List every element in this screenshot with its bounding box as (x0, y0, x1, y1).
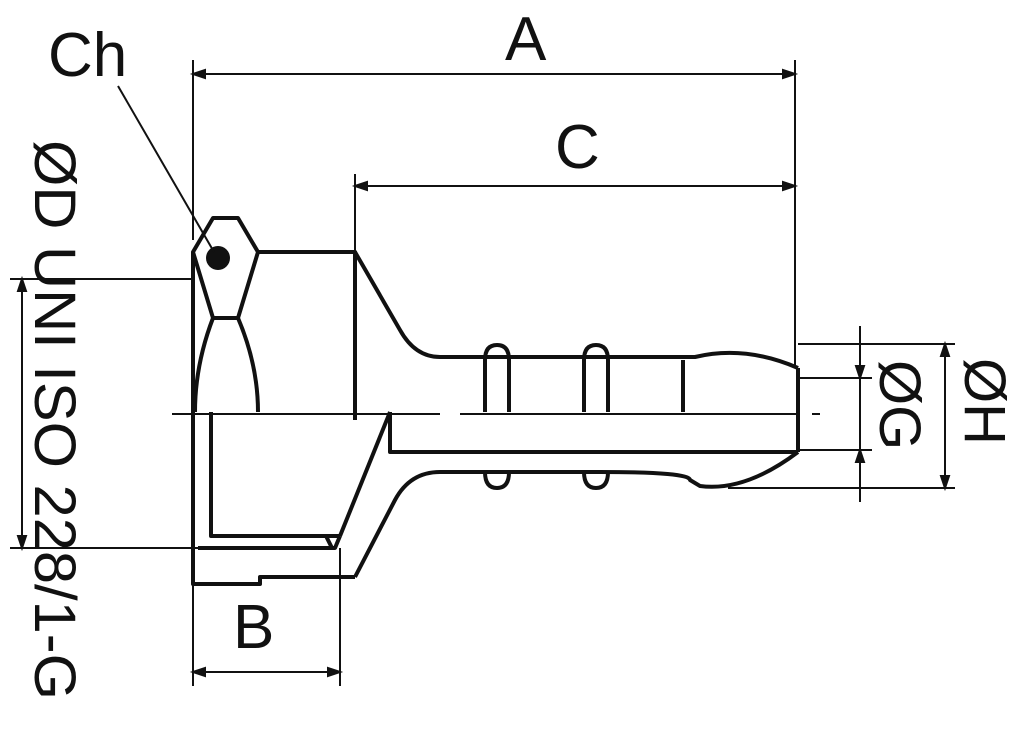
label-thread-spec: ØD UNI ISO 228/1-G (22, 140, 87, 700)
label-c: C (555, 113, 600, 182)
label-inner-diameter: ØG (867, 360, 932, 450)
label-b: B (233, 593, 274, 662)
label-a: A (505, 5, 547, 74)
hex-dot (206, 246, 230, 270)
dimension-lines (10, 60, 955, 686)
hex-nut (191, 216, 357, 586)
hose-tail (338, 251, 800, 578)
label-ch: Ch (48, 21, 127, 90)
label-outer-diameter: ØH (952, 358, 1017, 445)
